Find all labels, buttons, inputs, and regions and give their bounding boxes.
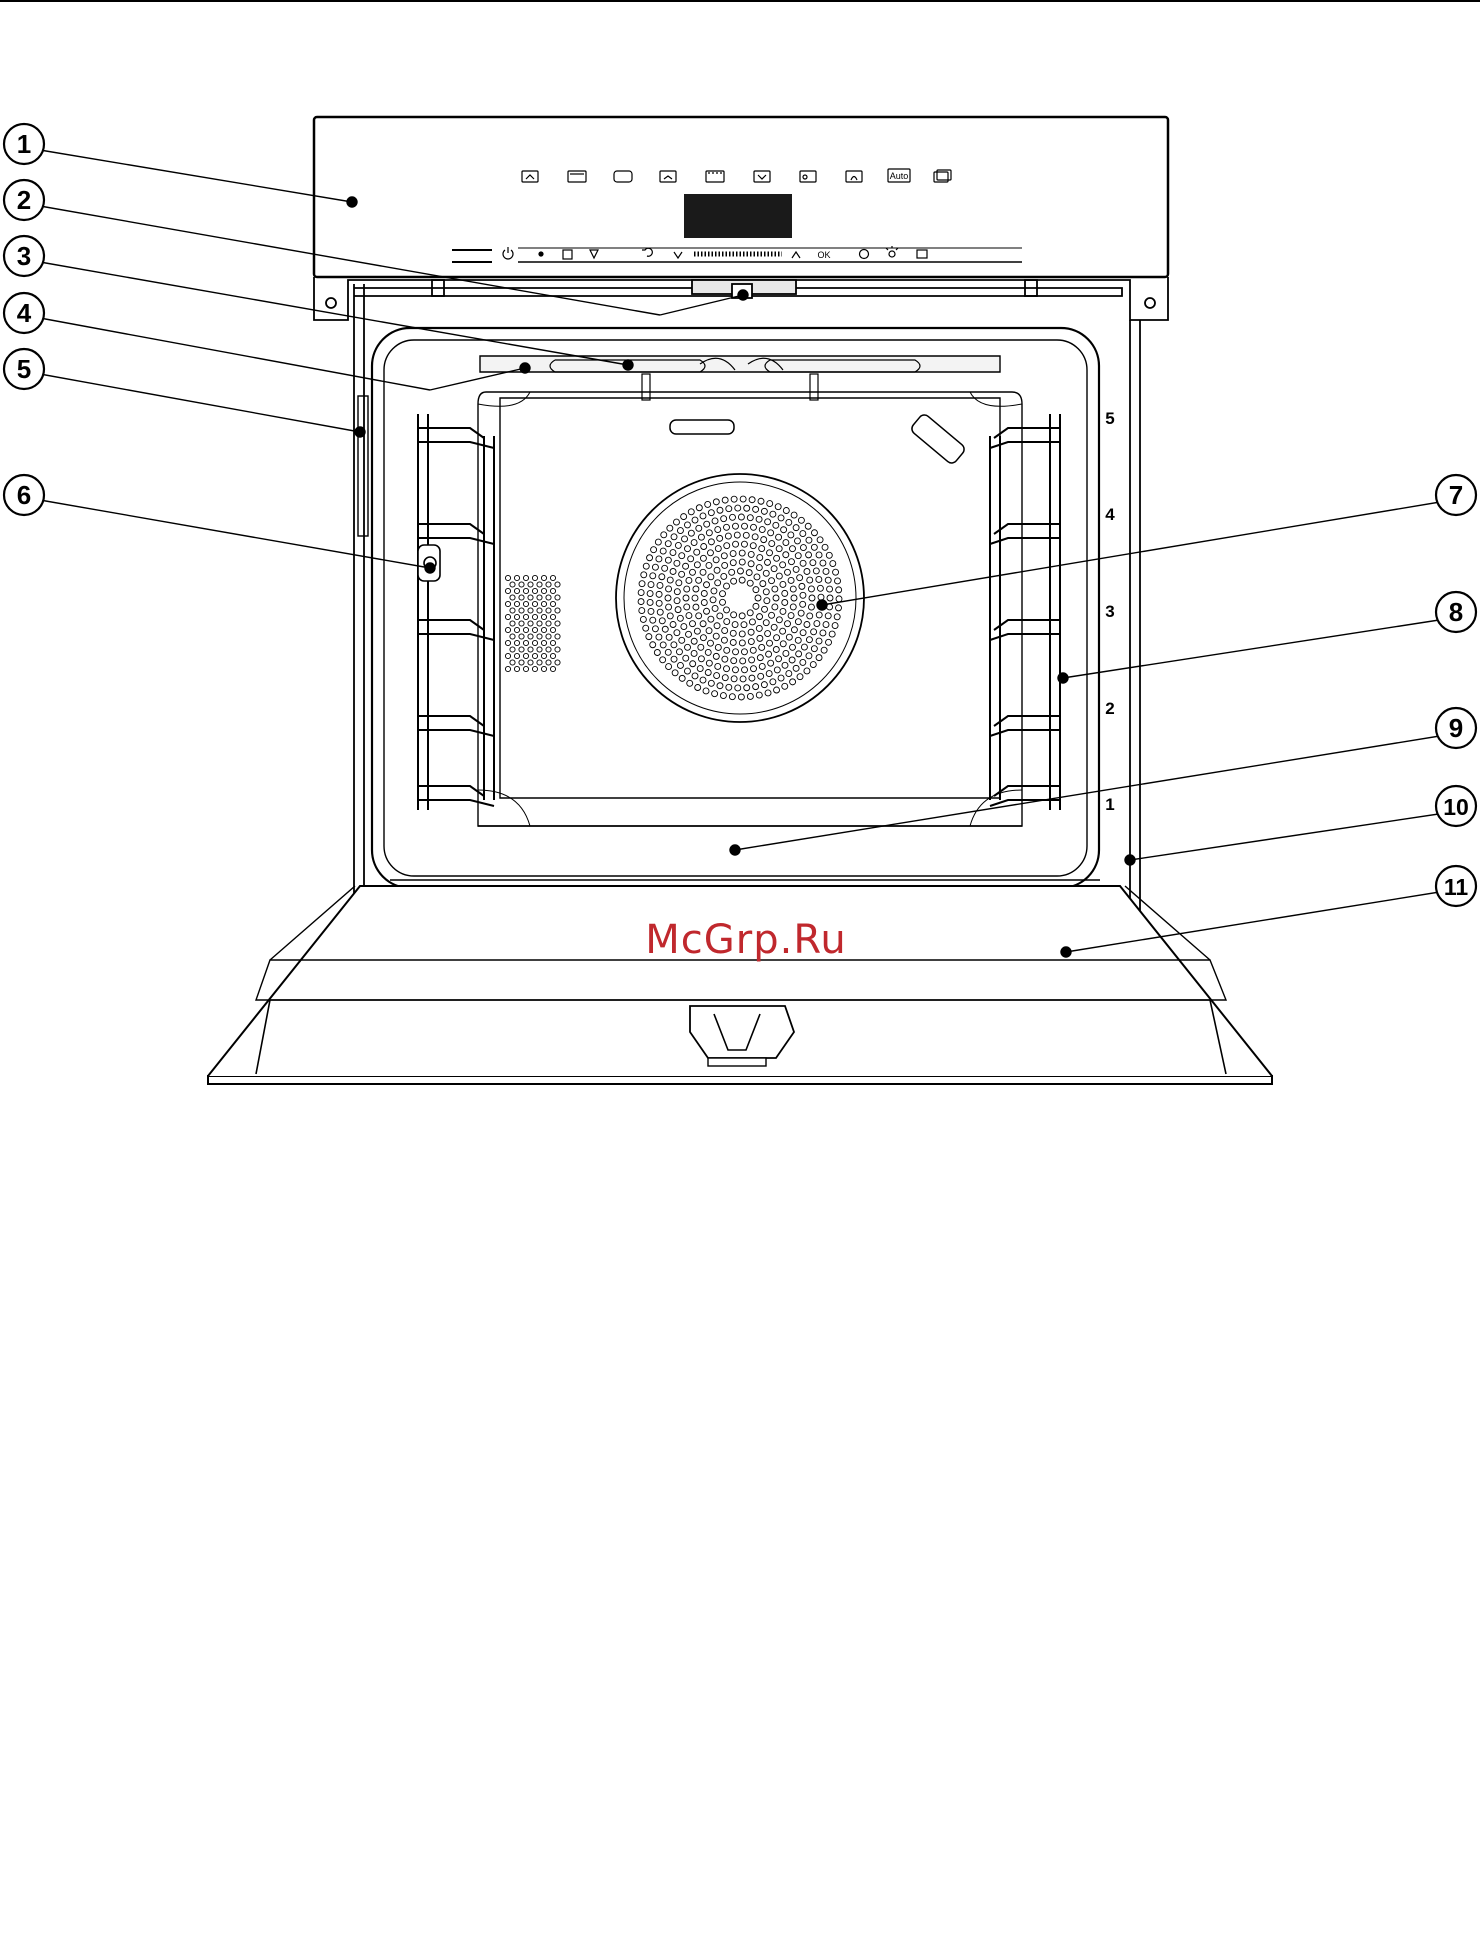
callout-9: 9 bbox=[1436, 708, 1476, 748]
favourites-icon bbox=[563, 250, 572, 259]
callout-8: 8 bbox=[1436, 592, 1476, 632]
intensive-bake-icon bbox=[614, 171, 632, 182]
callout-7: 7 bbox=[1436, 475, 1476, 515]
shelf-level-2: 2 bbox=[1105, 699, 1114, 718]
up-arrow-icon bbox=[792, 252, 800, 258]
minute-minder-icon bbox=[590, 250, 598, 258]
fan-plus-icon bbox=[522, 171, 538, 182]
left-runner-lower bbox=[418, 634, 494, 640]
callout-5: 5 bbox=[4, 349, 44, 389]
down-arrow-icon bbox=[674, 252, 682, 258]
back-icon bbox=[642, 248, 652, 256]
shelf-level-1: 1 bbox=[1105, 795, 1114, 814]
dot-indicator bbox=[539, 252, 543, 256]
flame-icon bbox=[846, 171, 862, 182]
shelf-level-numbers: 5 4 3 2 1 bbox=[1105, 409, 1115, 814]
right-shelf-runners bbox=[990, 414, 1060, 810]
special-modes-icon bbox=[934, 170, 951, 182]
shelf-level-4: 4 bbox=[1105, 505, 1115, 524]
mode-buttons-row bbox=[522, 169, 951, 182]
callout-5-number: 5 bbox=[17, 354, 31, 384]
bottom-heat-icon bbox=[660, 171, 676, 182]
conventional-heat-icon bbox=[568, 171, 586, 182]
callout-3: 3 bbox=[4, 236, 44, 276]
control-panel: Auto OK bbox=[314, 117, 1168, 277]
callout-11-number: 11 bbox=[1444, 874, 1469, 900]
left-shelf-runners bbox=[418, 414, 494, 810]
watermark: McGrp.Ru bbox=[645, 917, 846, 963]
callout-9-number: 9 bbox=[1449, 713, 1463, 743]
callout-3-number: 3 bbox=[17, 241, 31, 271]
callout-2: 2 bbox=[4, 180, 44, 220]
left-runner-lower bbox=[418, 538, 494, 544]
oven-door bbox=[208, 880, 1272, 1084]
callout-7-number: 7 bbox=[1449, 480, 1463, 510]
power-icon bbox=[503, 247, 513, 259]
door-icon bbox=[917, 250, 927, 258]
shelf-level-3: 3 bbox=[1105, 602, 1114, 621]
grill-element bbox=[480, 356, 1000, 372]
callout-1-number: 1 bbox=[17, 129, 31, 159]
top-heat-icon bbox=[706, 171, 724, 182]
left-runner-lower bbox=[418, 730, 494, 736]
callout-4: 4 bbox=[4, 293, 44, 333]
callout-10: 10 bbox=[1436, 786, 1476, 826]
callout-1: 1 bbox=[4, 124, 44, 164]
timer-icon bbox=[860, 250, 869, 259]
ok-label: OK bbox=[817, 250, 830, 260]
callout-10-number: 10 bbox=[1443, 794, 1469, 820]
grill-fan-icon bbox=[754, 171, 770, 182]
shelf-level-5: 5 bbox=[1105, 409, 1114, 428]
display-screen bbox=[684, 194, 792, 238]
callout-6-number: 6 bbox=[17, 480, 31, 510]
callout-2-number: 2 bbox=[17, 185, 31, 215]
callout-4-number: 4 bbox=[17, 298, 32, 328]
defrost-icon bbox=[800, 171, 816, 182]
callout-6: 6 bbox=[4, 475, 44, 515]
callout-11: 11 bbox=[1436, 866, 1476, 906]
side-mounting-strip bbox=[358, 396, 368, 536]
callout-8-number: 8 bbox=[1449, 597, 1463, 627]
auto-label: Auto bbox=[890, 171, 909, 181]
left-runner-lower bbox=[418, 800, 494, 806]
left-runner-lower bbox=[418, 442, 494, 448]
